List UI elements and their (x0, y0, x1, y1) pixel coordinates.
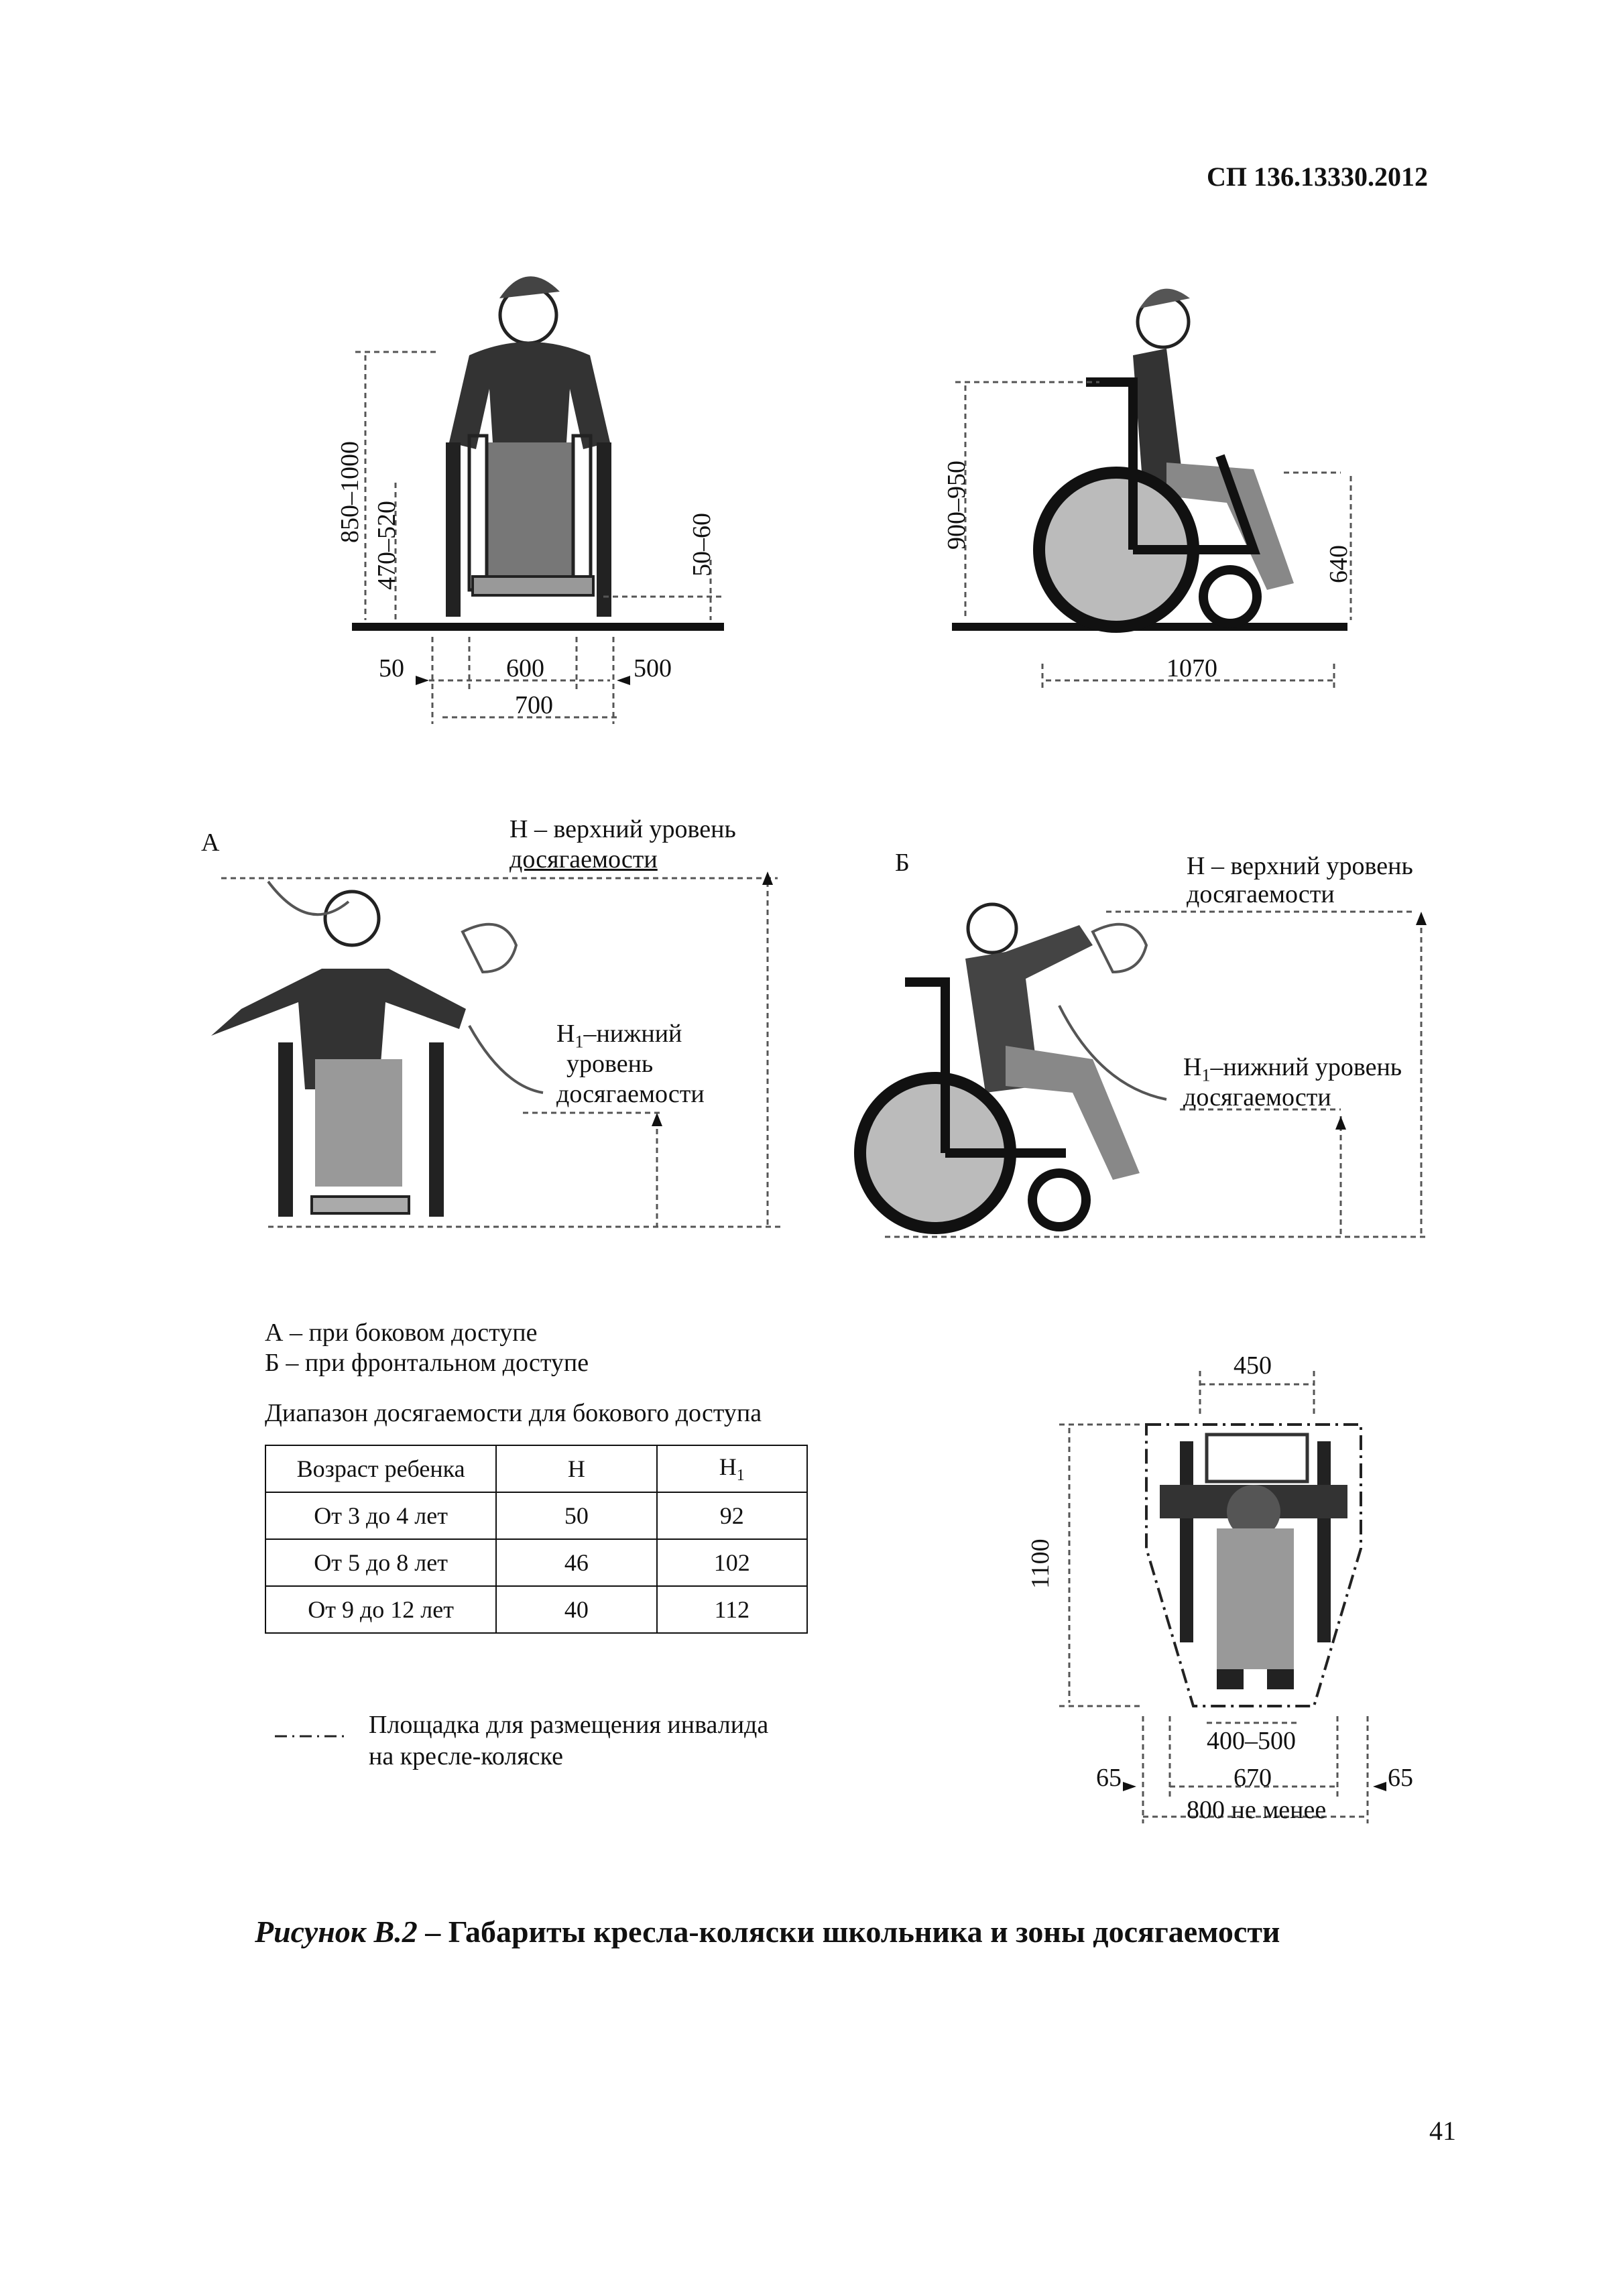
table-row: От 9 до 12 лет 40 112 (264, 1585, 808, 1634)
dim-450: 450 (1234, 1351, 1272, 1380)
dim-1100: 1100 (1026, 1538, 1055, 1589)
table-cell: 92 (656, 1492, 808, 1540)
dim-700: 700 (515, 691, 553, 719)
table-header-h: Н (495, 1445, 658, 1493)
table-header-row: Возраст ребенка Н Н1 (264, 1445, 808, 1493)
table-title: Диапазон досягаемости для бокового досту… (265, 1399, 762, 1427)
dim-400-500: 400–500 (1207, 1727, 1296, 1755)
legend-platform-line1: Площадка для размещения инвалида (369, 1711, 769, 1739)
figure-a-h-label-line1: Н – верхний уровень (509, 815, 736, 843)
dim-50: 50 (379, 654, 404, 682)
reach-range-table: Возраст ребенка Н Н1 От 3 до 4 лет 50 92… (264, 1445, 808, 1634)
dim-670: 670 (1234, 1764, 1272, 1792)
table-row: От 5 до 8 лет 46 102 (264, 1538, 808, 1587)
document-code: СП 136.13330.2012 (1207, 162, 1428, 192)
table-cell: 46 (495, 1538, 658, 1587)
dim-65-right: 65 (1388, 1764, 1413, 1792)
legend-a: А – при боковом доступе (265, 1319, 538, 1347)
legend-b: Б – при фронтальном доступе (265, 1349, 589, 1377)
dim-500: 500 (634, 654, 672, 682)
figure-b-h-label-line1: Н – верхний уровень (1187, 852, 1413, 880)
figure-a-h1-label-line1: Н1–нижний (556, 1020, 682, 1052)
dim-65-left: 65 (1096, 1764, 1122, 1792)
page-number: 41 (1429, 2116, 1456, 2146)
table-header-age: Возраст ребенка (264, 1445, 497, 1493)
dim-1070: 1070 (1166, 654, 1217, 682)
figure-a-h1-label-line3: досягаемости (556, 1080, 705, 1108)
table-cell: От 9 до 12 лет (264, 1585, 497, 1634)
figure-b-h1-label-line1: Н1–нижний уровень (1183, 1053, 1402, 1085)
table-row: От 3 до 4 лет 50 92 (264, 1492, 808, 1540)
table-cell: 102 (656, 1538, 808, 1587)
figure-a-letter: А (201, 829, 220, 857)
table-cell: 112 (656, 1585, 808, 1634)
dim-600: 600 (506, 654, 544, 682)
dim-800-min: 800 не менее (1187, 1796, 1327, 1824)
figure-b-h1-label-line2: досягаемости (1183, 1083, 1331, 1111)
table-cell: 50 (495, 1492, 658, 1540)
figure-a-h-label-line2: досягаемости (509, 845, 658, 873)
legend-platform-line2: на кресле-коляске (369, 1742, 564, 1770)
table-cell: От 3 до 4 лет (264, 1492, 497, 1540)
table-cell: От 5 до 8 лет (264, 1538, 497, 1587)
table-header-h1: Н1 (656, 1445, 808, 1493)
figure-b-letter: Б (895, 849, 910, 877)
figure-b-h-label-line2: досягаемости (1187, 880, 1335, 908)
figure-caption: Рисунок В.2 – Габариты кресла-коляски шк… (255, 1915, 1280, 1949)
table-cell: 40 (495, 1585, 658, 1634)
figure-a-h1-label-line2: уровень (566, 1050, 654, 1078)
